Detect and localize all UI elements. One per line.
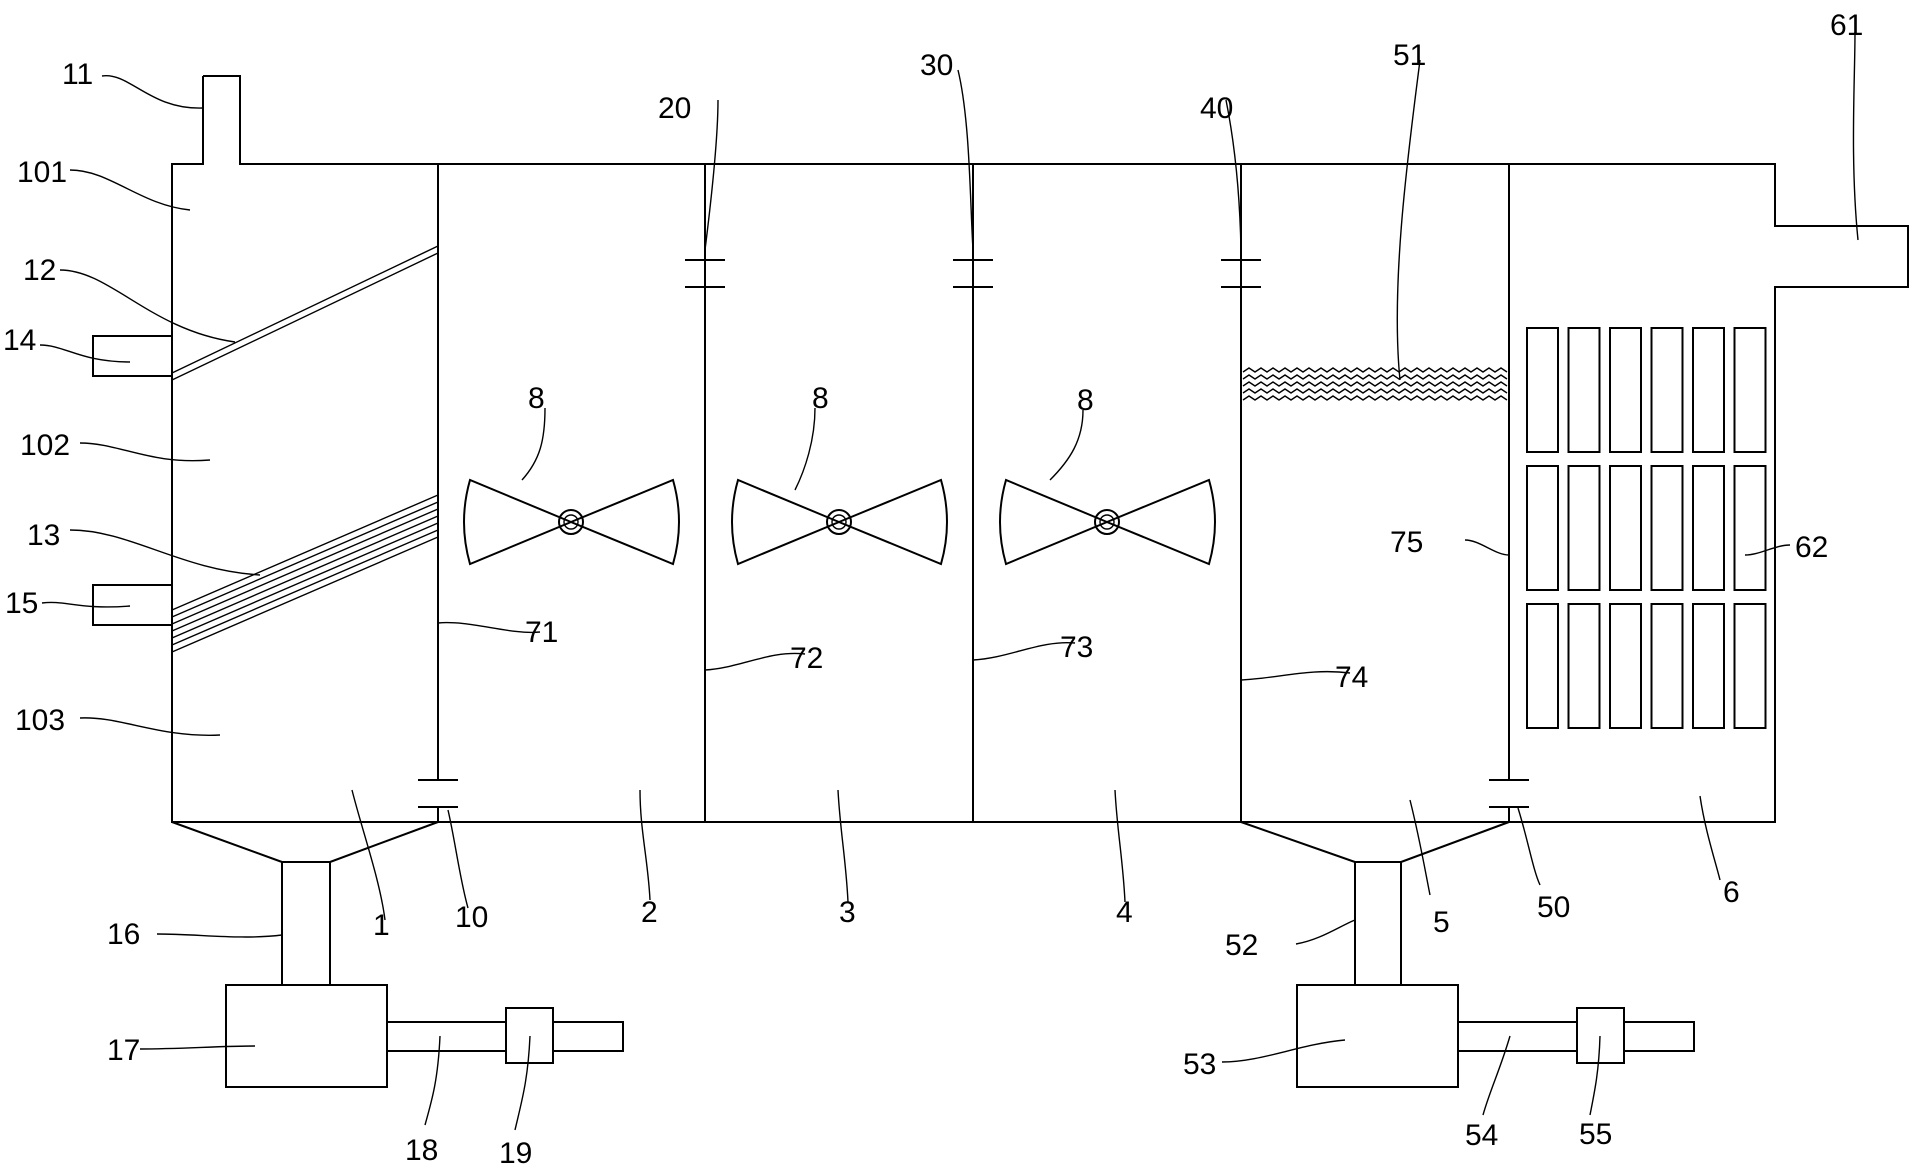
label-20: 20 [658, 92, 691, 125]
wave-line [1242, 388, 1508, 394]
label-55: 55 [1579, 1118, 1612, 1151]
label-54: 54 [1465, 1119, 1498, 1152]
valve-50 [1489, 779, 1529, 822]
filter-module [1733, 465, 1767, 591]
label-4: 4 [1116, 896, 1133, 929]
label-8-b: 8 [812, 382, 829, 415]
label-103: 103 [15, 704, 65, 737]
label-40: 40 [1200, 92, 1233, 125]
sludge-hopper-right [1240, 821, 1695, 1088]
label-5: 5 [1433, 906, 1450, 939]
mixer-8-a [463, 478, 680, 566]
label-11: 11 [62, 58, 93, 91]
valve-19 [505, 1007, 554, 1064]
label-8-c: 8 [1077, 384, 1094, 417]
label-12: 12 [23, 254, 56, 287]
label-75: 75 [1390, 526, 1423, 559]
label-74: 74 [1335, 661, 1368, 694]
filter-module [1567, 603, 1601, 729]
filter-module [1609, 465, 1642, 591]
wave-line [1242, 381, 1508, 387]
filter-module [1526, 465, 1559, 591]
filter-module [1650, 603, 1684, 729]
main-tank [171, 75, 1909, 823]
mixer-8-b [731, 478, 948, 566]
leader-lines [39, 31, 1859, 1131]
label-8-a: 8 [528, 382, 545, 415]
label-30: 30 [920, 49, 953, 82]
label-17: 17 [107, 1034, 140, 1067]
filter-module [1567, 327, 1601, 453]
label-6: 6 [1723, 876, 1740, 909]
filter-module [1692, 603, 1725, 729]
filter-module [1526, 603, 1559, 729]
label-61: 61 [1830, 9, 1863, 42]
label-18: 18 [405, 1134, 438, 1167]
sludge-tank-53 [1296, 984, 1459, 1088]
label-53: 53 [1183, 1048, 1216, 1081]
label-73: 73 [1060, 631, 1093, 664]
label-13: 13 [27, 519, 60, 552]
pipe-18 [386, 1021, 507, 1052]
port-14 [92, 335, 173, 377]
wave-line [1242, 367, 1508, 373]
label-72: 72 [790, 642, 823, 675]
label-16: 16 [107, 918, 140, 951]
valve-55 [1576, 1007, 1625, 1064]
wave-line [1242, 395, 1508, 401]
label-3: 3 [839, 896, 856, 929]
label-71: 71 [525, 616, 558, 649]
filter-module [1609, 327, 1642, 453]
filter-layer-13 [171, 494, 439, 653]
filter-module [1692, 465, 1725, 591]
label-102: 102 [20, 429, 70, 462]
sludge-hopper-left [171, 821, 624, 1088]
sludge-tank-17 [225, 984, 388, 1088]
filter-module [1567, 465, 1601, 591]
label-2: 2 [641, 896, 658, 929]
label-52: 52 [1225, 929, 1258, 962]
wave-line [1242, 374, 1508, 380]
filter-module [1609, 603, 1642, 729]
filter-module [1650, 465, 1684, 591]
label-51: 51 [1393, 39, 1426, 72]
label-62: 62 [1795, 531, 1828, 564]
filter-module [1650, 327, 1684, 453]
filter-module [1733, 603, 1767, 729]
label-15: 15 [5, 587, 38, 620]
filter-modules-62 [1526, 327, 1767, 729]
filter-module [1526, 327, 1559, 453]
pipe-54 [1457, 1021, 1578, 1052]
label-101: 101 [17, 156, 67, 189]
filter-module [1733, 327, 1767, 453]
label-10: 10 [455, 901, 488, 934]
label-1: 1 [373, 909, 390, 942]
filter-module [1692, 327, 1725, 453]
label-14: 14 [3, 324, 36, 357]
valve-10 [418, 779, 458, 822]
label-50: 50 [1537, 891, 1570, 924]
mixer-8-c [999, 478, 1216, 566]
label-19: 19 [499, 1137, 532, 1170]
packing-51 [1242, 367, 1508, 401]
port-15 [92, 584, 173, 626]
valve-20 [685, 164, 725, 300]
filter-screen-12 [171, 245, 439, 381]
reference-labels: 11 101 12 14 102 13 15 103 1 10 2 3 4 5 … [3, 9, 1863, 1170]
